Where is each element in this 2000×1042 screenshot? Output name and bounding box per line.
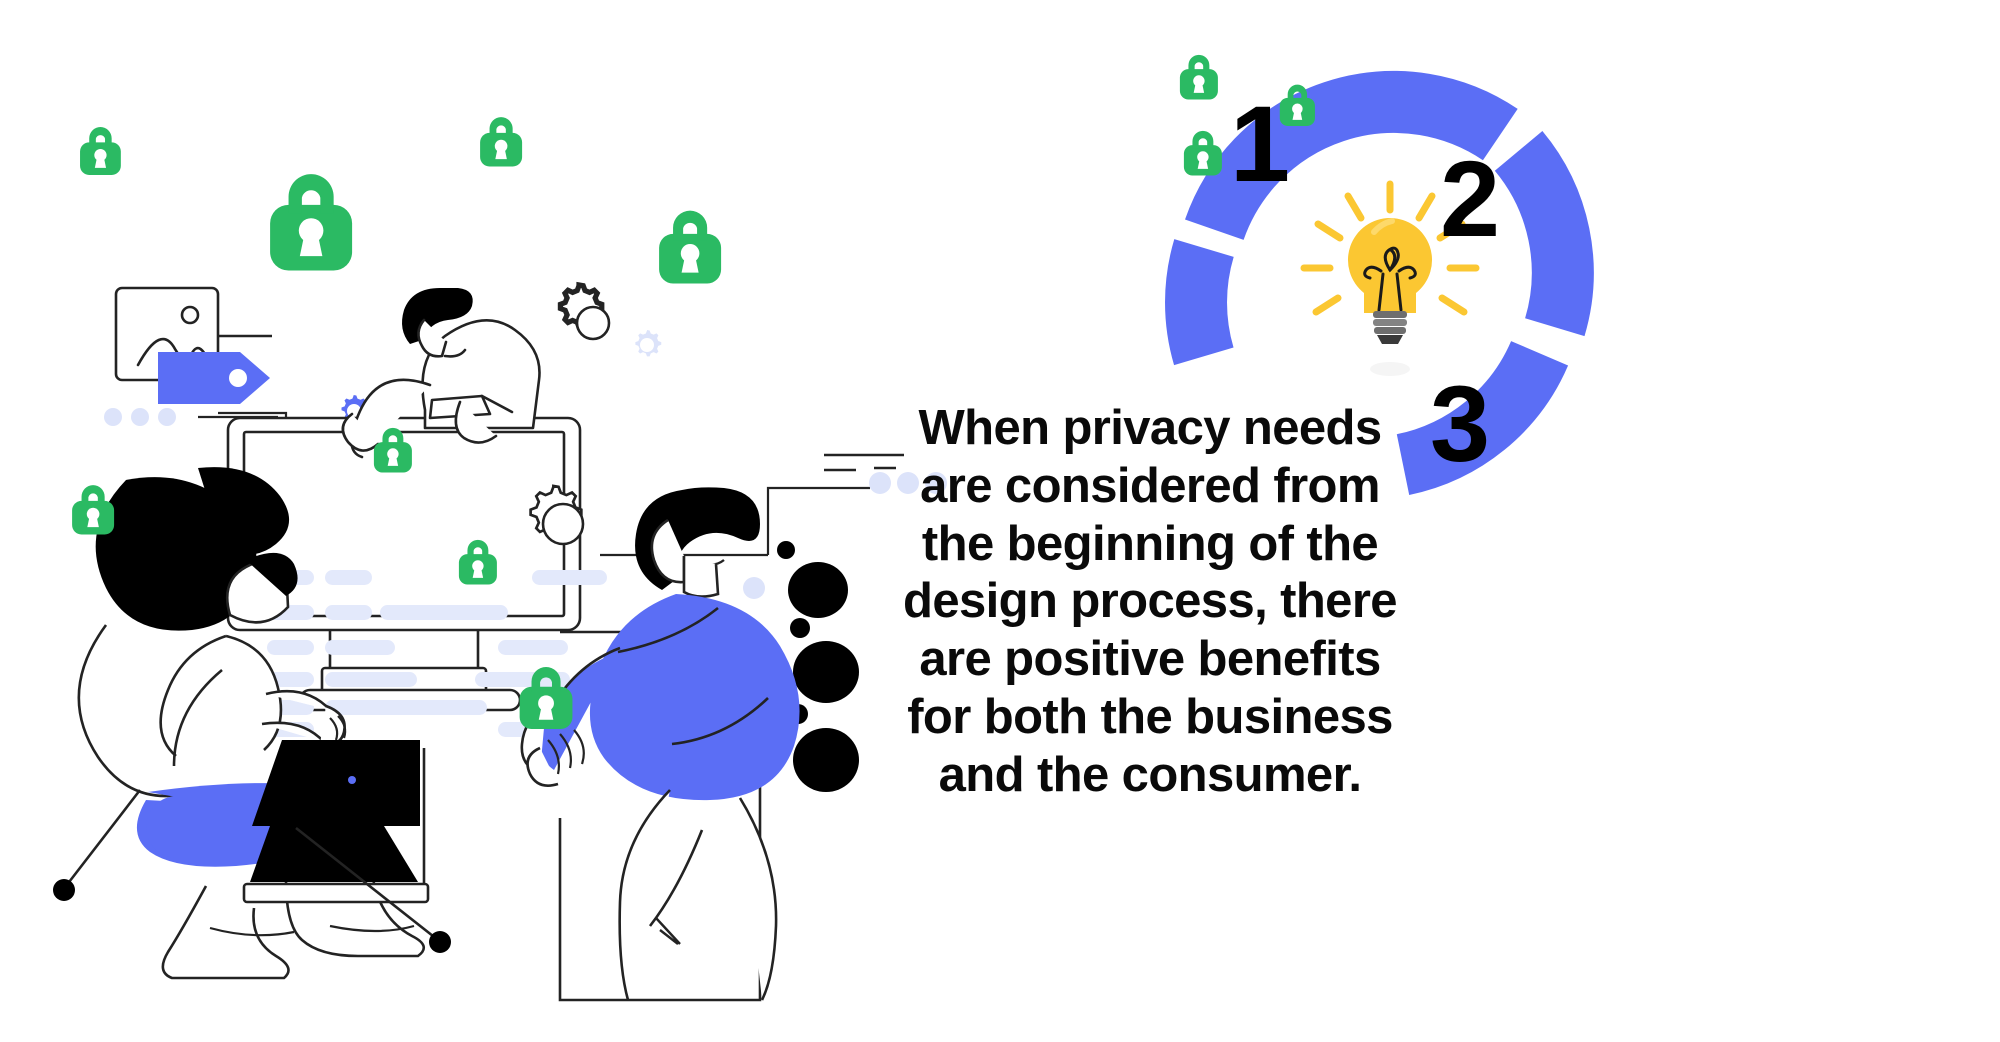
quote-line-3: the beginning of the <box>921 516 1379 571</box>
padlock-icon-3 <box>480 117 523 167</box>
padlock-icon-9 <box>1179 54 1218 100</box>
monitor-stand-lines <box>295 748 451 953</box>
man-leaning-over-monitor <box>341 288 541 459</box>
man-holding-gear <box>520 487 859 1001</box>
connector-lines-right <box>600 453 947 599</box>
quote-line-7: and the consumer. <box>938 747 1362 802</box>
gear-icon-light <box>635 330 662 357</box>
padlock-icon-11 <box>1183 130 1222 176</box>
quote-line-4: design process, there <box>903 574 1398 629</box>
quote-line-1: When privacy needs <box>918 401 1382 455</box>
lightbulb-icon <box>1300 180 1480 376</box>
ring-segment-2 <box>1494 131 1594 337</box>
padlock-icon-2 <box>270 174 353 271</box>
ring-segment-3 <box>1396 340 1569 495</box>
padlock-icon-5 <box>72 485 115 535</box>
padlock-icon-4 <box>659 210 722 284</box>
padlock-icon-1 <box>80 127 121 175</box>
quote-text: When privacy needs are considered from t… <box>840 400 1460 805</box>
gear-icon-held <box>529 484 585 546</box>
woman-at-laptop <box>53 467 430 980</box>
privacy-illustration <box>53 117 947 1002</box>
blue-tag-icon <box>158 352 270 404</box>
ring-segment-1 <box>1185 70 1518 241</box>
gear-icon-large <box>560 285 611 341</box>
quote-line-5: are positive benefits <box>919 632 1381 687</box>
step-ring-diagram <box>1140 40 1640 510</box>
ring-padlocks <box>1179 54 1315 176</box>
quote-line-6: for both the business <box>907 690 1393 745</box>
quote-line-2: are considered from <box>920 458 1380 513</box>
ring-segment-4 <box>1165 239 1234 366</box>
right-column: 1 2 3 When privacy needs are considered … <box>903 0 2000 1042</box>
padlock-icon-10 <box>1279 84 1315 126</box>
